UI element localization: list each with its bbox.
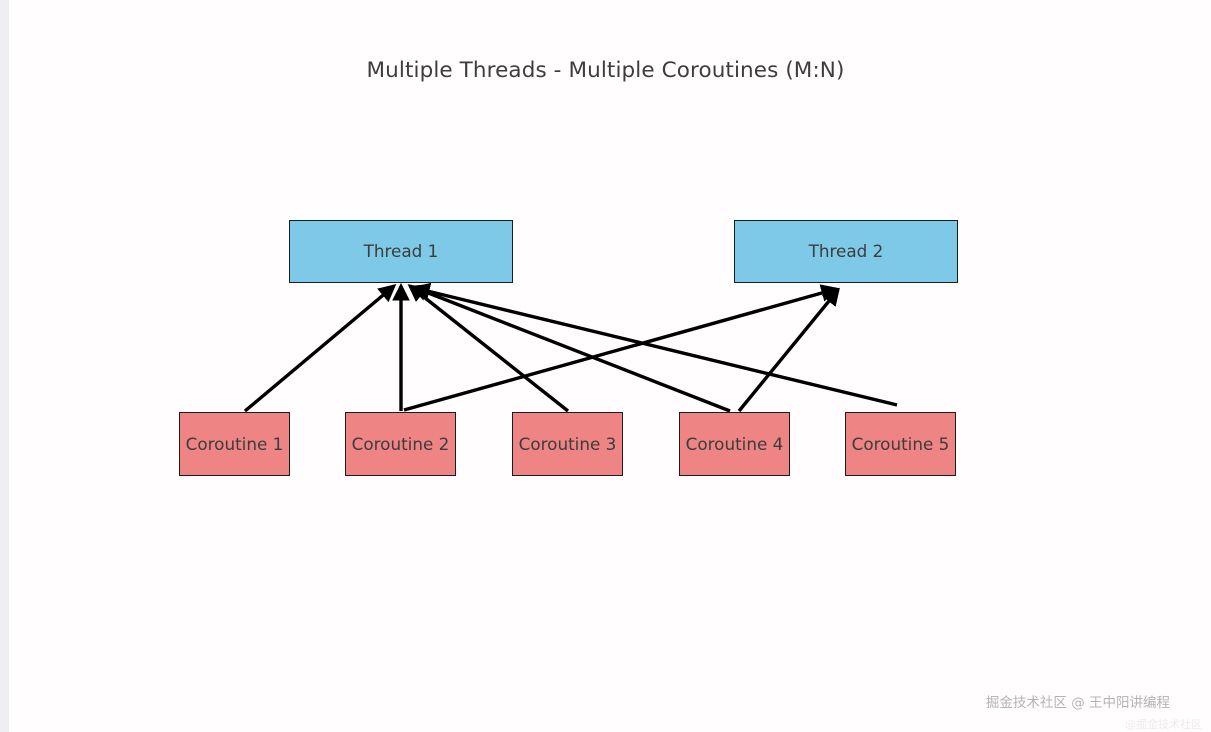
node-label: Coroutine 1 [185,433,284,454]
left-edge-strip [0,0,9,732]
node-label: Coroutine 2 [351,433,450,454]
node-label: Coroutine 3 [518,433,617,454]
watermark-secondary: @掘金技术社区 [1125,718,1202,731]
node-label: Thread 2 [808,241,884,262]
watermark-primary: 掘金技术社区 @ 王中阳讲编程 [985,695,1170,711]
node-coroutine-4[interactable]: Coroutine 4 [679,412,790,476]
node-label: Coroutine 4 [685,433,784,454]
diagram-canvas [9,0,1211,732]
node-coroutine-1[interactable]: Coroutine 1 [179,412,290,476]
node-label: Thread 1 [363,241,439,262]
node-thread-1[interactable]: Thread 1 [289,220,513,283]
page-title: Multiple Threads - Multiple Coroutines (… [366,58,845,83]
node-coroutine-3[interactable]: Coroutine 3 [512,412,623,476]
node-label: Coroutine 5 [851,433,950,454]
node-coroutine-2[interactable]: Coroutine 2 [345,412,456,476]
node-thread-2[interactable]: Thread 2 [734,220,958,283]
node-coroutine-5[interactable]: Coroutine 5 [845,412,956,476]
